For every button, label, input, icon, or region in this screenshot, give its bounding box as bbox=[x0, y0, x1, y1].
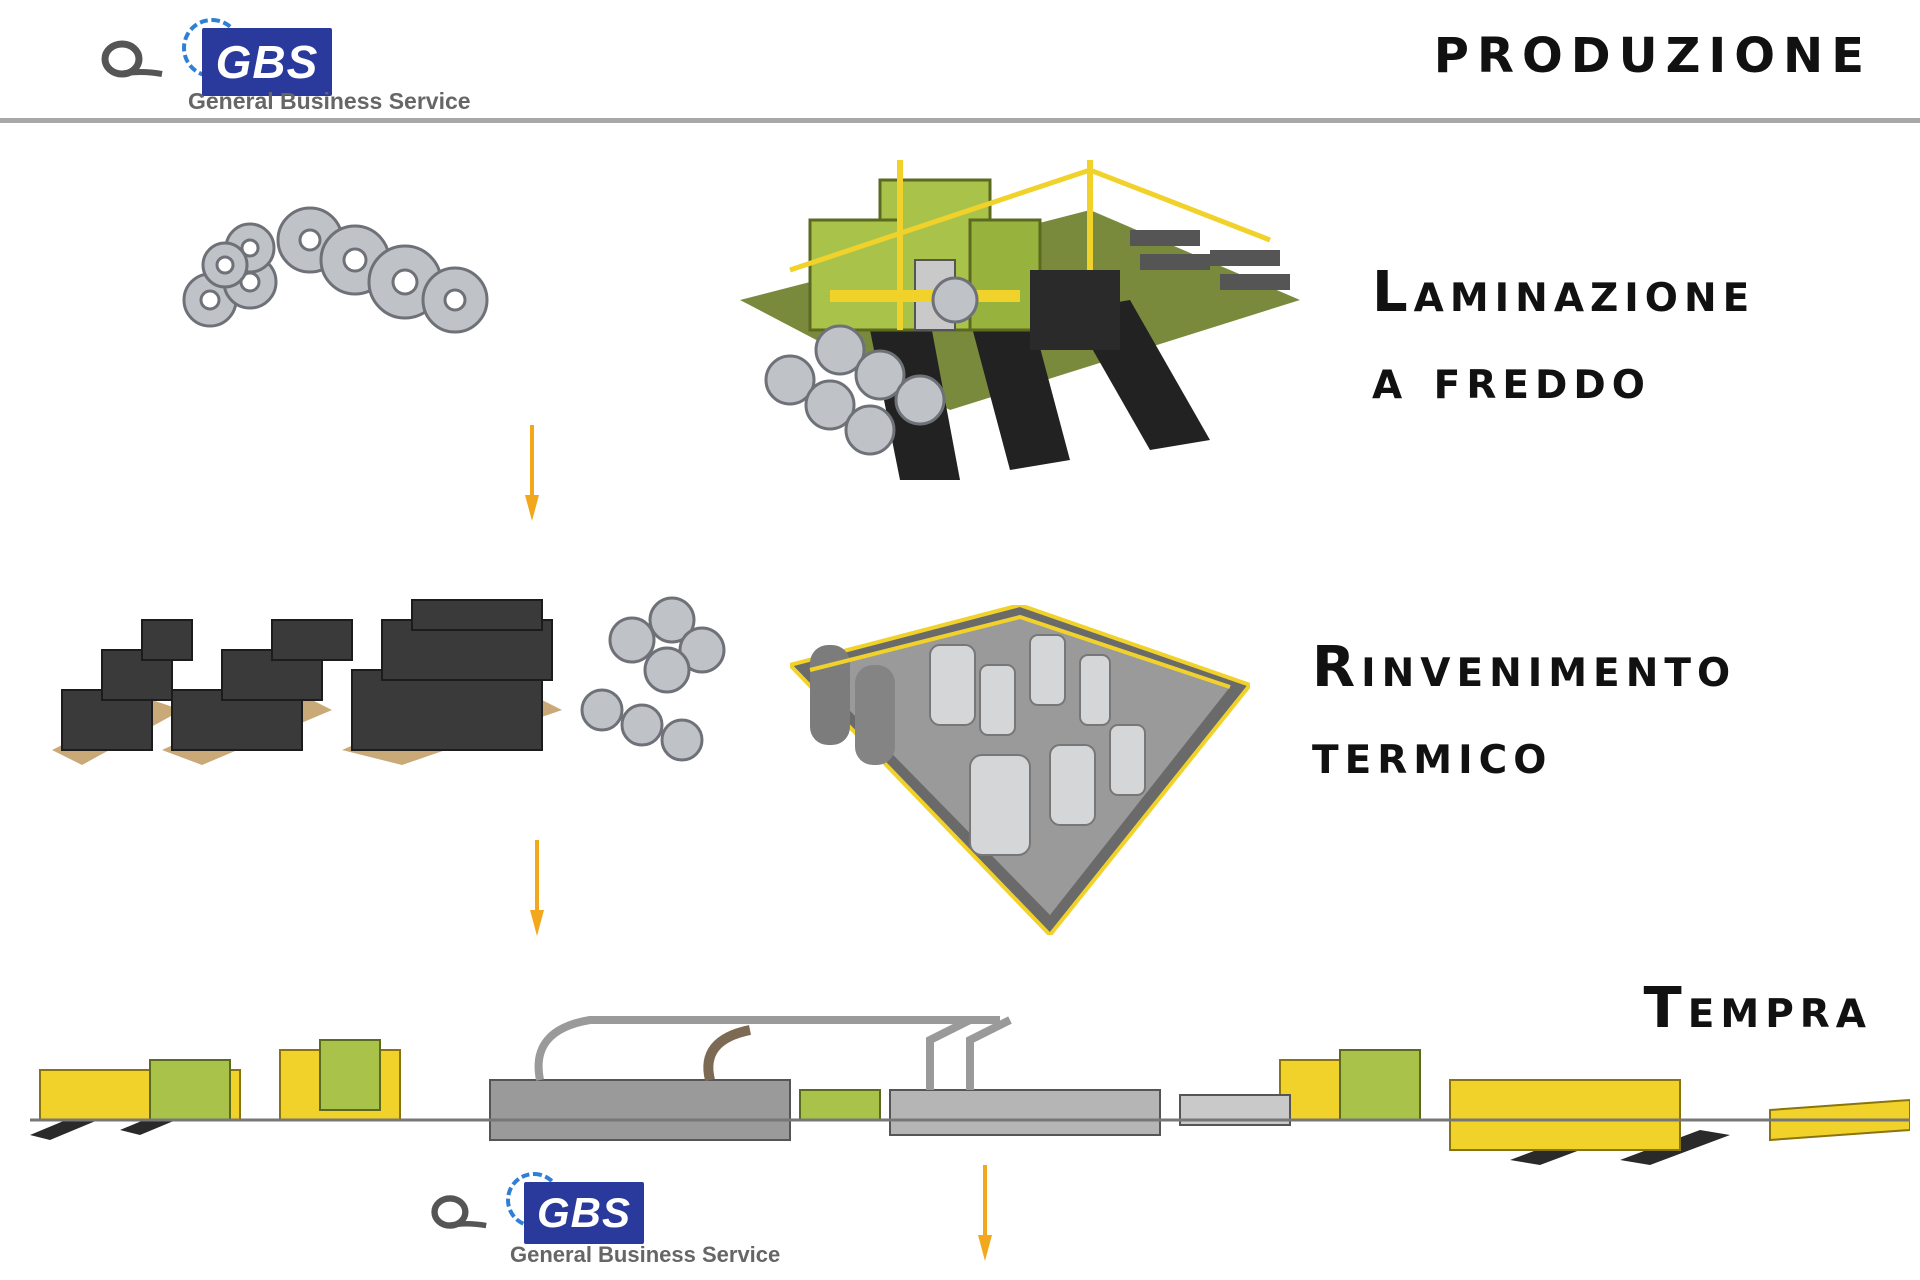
flow-arrow-1 bbox=[525, 425, 539, 521]
stage-title-heat-treatment: Rinvenimento termico bbox=[1312, 625, 1872, 799]
brand-logo: GBS bbox=[506, 1168, 646, 1244]
flow-arrow-3 bbox=[978, 1165, 992, 1261]
stage-title-line1: Tempra bbox=[1643, 976, 1872, 1041]
brand-logo: GBS bbox=[182, 12, 334, 96]
header-divider bbox=[0, 118, 1920, 123]
hardening-line-illustration bbox=[30, 1016, 1910, 1165]
brand-name: GBS bbox=[524, 1182, 644, 1244]
stage-title-hardening: Tempra bbox=[1644, 966, 1872, 1053]
brand-subtitle: General Business Service bbox=[188, 88, 471, 114]
stage-title-line1: Laminazione bbox=[1372, 260, 1756, 325]
stage-title-line2: termico bbox=[1312, 721, 1553, 787]
heat-treatment-plant-illustration bbox=[790, 605, 1250, 935]
header: GBS General Business Service PRODUZIONE bbox=[0, 0, 1920, 124]
stage-title-cold-rolling: Laminazione a freddo bbox=[1372, 250, 1872, 424]
steel-coils-illustration bbox=[182, 206, 489, 334]
stage-title-line2: a freddo bbox=[1372, 346, 1651, 412]
coil-pallets-illustration bbox=[52, 596, 726, 765]
swirl-logo-icon bbox=[431, 1195, 487, 1229]
flow-arrow-2 bbox=[530, 840, 544, 936]
swirl-logo-icon bbox=[101, 40, 163, 78]
page-title: PRODUZIONE bbox=[1433, 28, 1872, 84]
brand-name: GBS bbox=[202, 28, 332, 96]
cold-rolling-mill-illustration bbox=[740, 160, 1300, 480]
stage-title-line1: Rinvenimento bbox=[1312, 635, 1737, 700]
footer-logo: GBS General Business Service bbox=[430, 1168, 850, 1268]
brand-subtitle: General Business Service bbox=[510, 1242, 781, 1267]
